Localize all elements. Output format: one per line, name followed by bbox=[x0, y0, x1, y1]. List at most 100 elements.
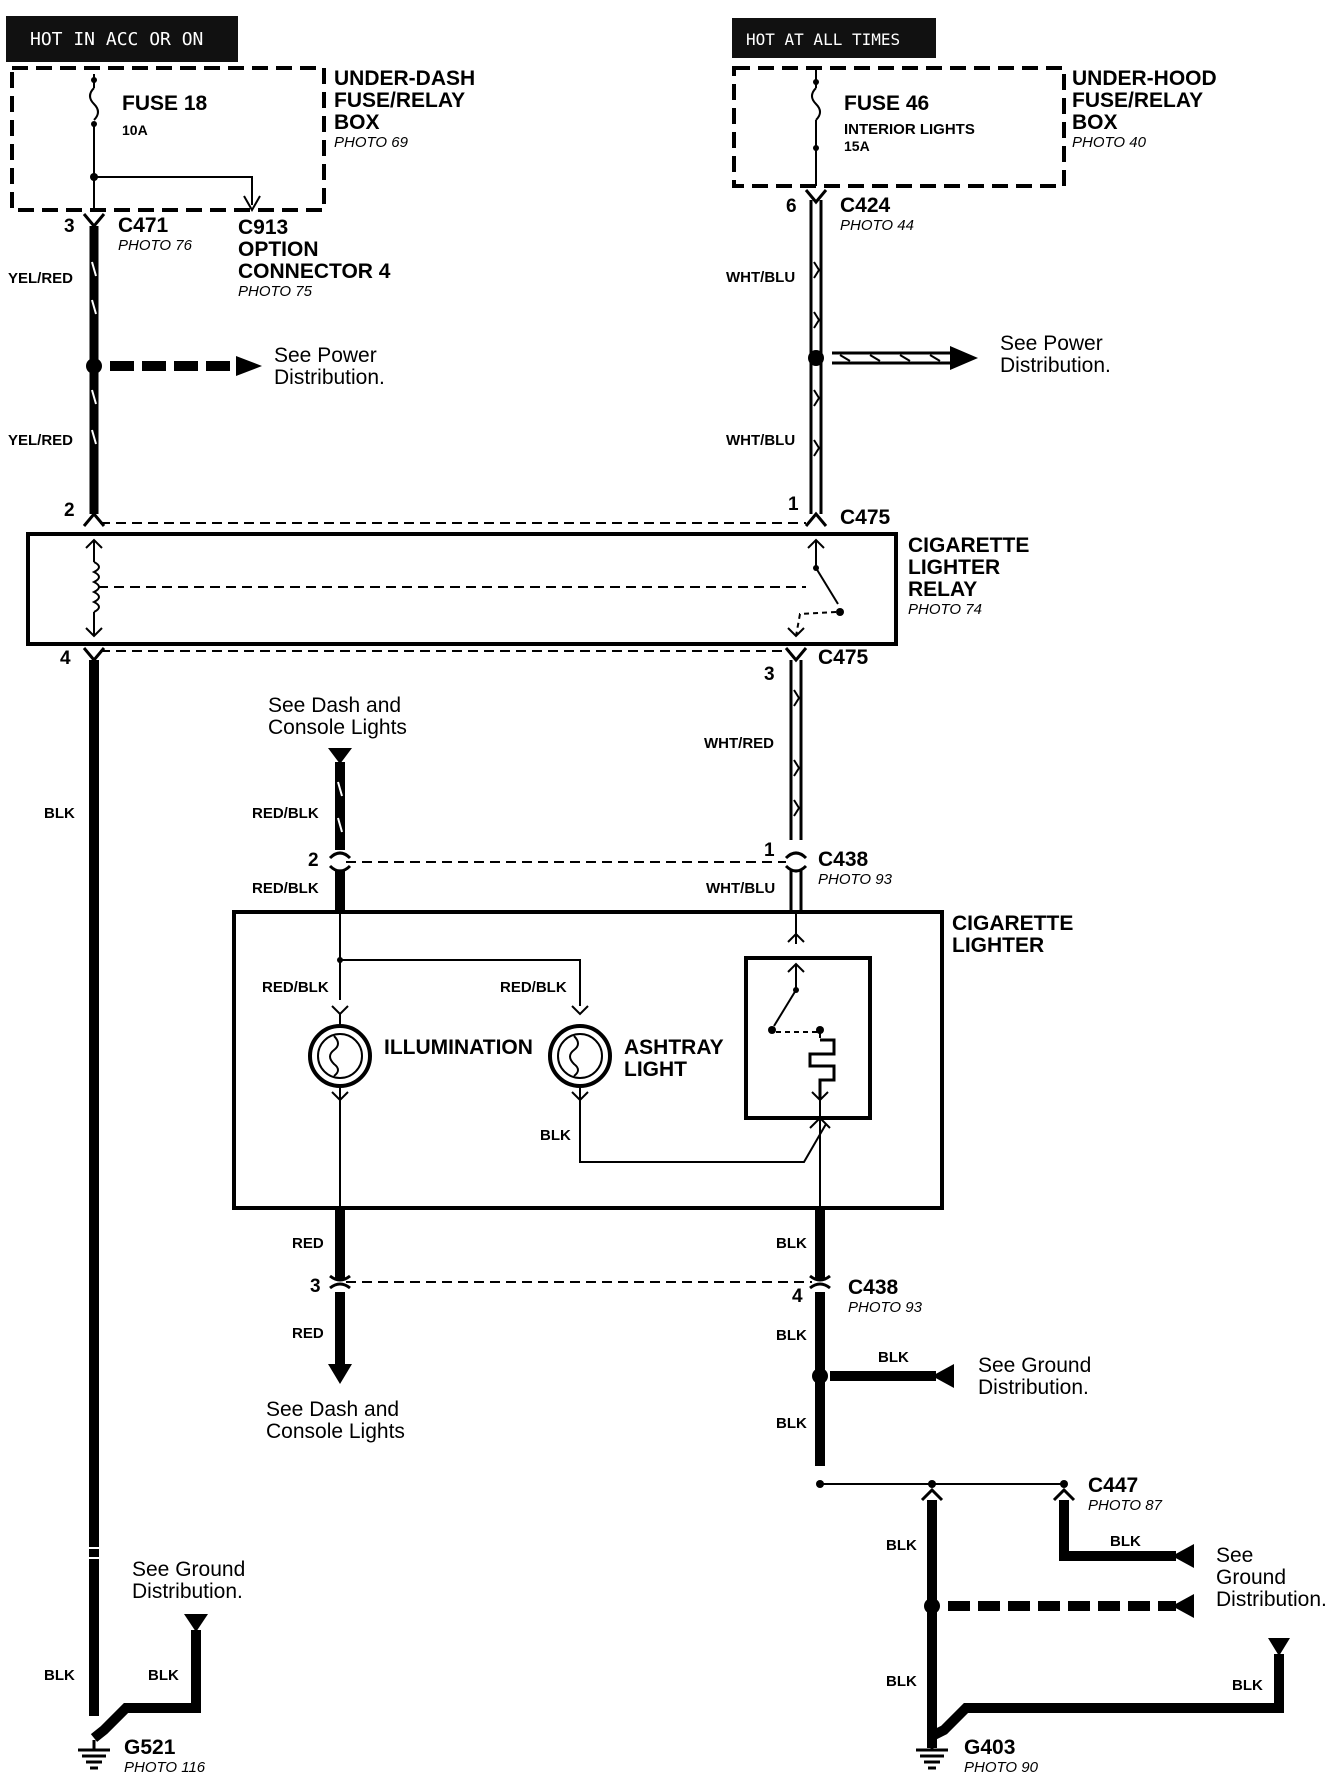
svg-text:PHOTO 75: PHOTO 75 bbox=[238, 283, 313, 300]
svg-text:Distribution.: Distribution. bbox=[1216, 1588, 1327, 1611]
illumination-label: ILLUMINATION bbox=[384, 1036, 533, 1059]
svg-text:HOT IN ACC OR ON: HOT IN ACC OR ON bbox=[30, 29, 203, 50]
c475-bottom-connector: 4 3 C475 bbox=[60, 646, 869, 685]
svg-text:Distribution.: Distribution. bbox=[132, 1580, 243, 1603]
wire-label-red-2: RED bbox=[292, 1325, 324, 1342]
svg-text:LIGHTER: LIGHTER bbox=[908, 556, 1000, 579]
svg-text:BLK: BLK bbox=[1232, 1677, 1263, 1694]
wire-label-blk-left-1: BLK bbox=[44, 805, 75, 822]
wire-label-blk-lighter: BLK bbox=[776, 1235, 807, 1252]
svg-text:C424: C424 bbox=[840, 194, 891, 217]
svg-text:PHOTO 93: PHOTO 93 bbox=[848, 1299, 923, 1316]
svg-text:HOT AT ALL TIMES: HOT AT ALL TIMES bbox=[746, 30, 900, 49]
fuse-46-icon bbox=[811, 70, 821, 186]
fuse-46-name: FUSE 46 bbox=[844, 92, 929, 115]
svg-text:See: See bbox=[1216, 1544, 1253, 1567]
svg-text:1: 1 bbox=[788, 494, 799, 515]
c475-top-connector: 2 1 C475 bbox=[64, 494, 891, 529]
svg-text:1: 1 bbox=[764, 840, 775, 861]
underhood-box-label: UNDER-HOOD FUSE/RELAY BOX PHOTO 40 bbox=[1072, 67, 1217, 151]
svg-text:CIGARETTE: CIGARETTE bbox=[908, 534, 1029, 557]
svg-text:CIGARETTE: CIGARETTE bbox=[952, 912, 1073, 935]
relay-box bbox=[26, 532, 898, 646]
relay-switch-icon bbox=[787, 538, 844, 638]
svg-text:PHOTO 74: PHOTO 74 bbox=[908, 601, 982, 618]
svg-text:BOX: BOX bbox=[334, 111, 380, 134]
header-right: HOT AT ALL TIMES bbox=[732, 18, 936, 58]
wire-label-yel-red-2: YEL/RED bbox=[8, 432, 73, 449]
power-distribution-left bbox=[86, 356, 262, 376]
wire-blk-left-break bbox=[86, 1547, 102, 1559]
power-distribution-right bbox=[808, 346, 978, 370]
svg-text:PHOTO 44: PHOTO 44 bbox=[840, 217, 914, 234]
ground-right-feed: BLK bbox=[929, 1638, 1290, 1741]
svg-text:FUSE/RELAY: FUSE/RELAY bbox=[1072, 89, 1203, 112]
svg-text:BLK: BLK bbox=[878, 1349, 909, 1366]
svg-text:C438: C438 bbox=[818, 848, 869, 871]
dash-console-bottom-reference: See Dash and Console Lights bbox=[266, 1292, 405, 1443]
ground-distribution-mid-text-2: Distribution. bbox=[978, 1376, 1089, 1399]
c471-connector: 3 C471 PHOTO 76 bbox=[64, 213, 193, 254]
wire-label-red-blk-4: RED/BLK bbox=[500, 979, 567, 996]
power-distribution-right-text-2: Distribution. bbox=[1000, 354, 1111, 377]
ashtray-label-2: LIGHT bbox=[624, 1058, 687, 1081]
wire-label-wht-blu-2: WHT/BLU bbox=[726, 432, 795, 449]
dash-console-top-reference: See Dash and Console Lights bbox=[268, 694, 407, 850]
svg-text:UNDER-DASH: UNDER-DASH bbox=[334, 67, 475, 90]
svg-text:See Ground: See Ground bbox=[132, 1558, 245, 1581]
wire-label-blk-right-1: BLK bbox=[776, 1327, 807, 1344]
ground-g403-icon bbox=[916, 1740, 948, 1770]
svg-text:BOX: BOX bbox=[1072, 111, 1118, 134]
lighter-label: CIGARETTE LIGHTER bbox=[952, 912, 1073, 957]
svg-text:PHOTO 40: PHOTO 40 bbox=[1072, 134, 1147, 151]
svg-text:C438: C438 bbox=[848, 1276, 899, 1299]
svg-text:Console Lights: Console Lights bbox=[268, 716, 407, 739]
svg-text:4: 4 bbox=[792, 1286, 803, 1307]
lighter-internal-wiring bbox=[331, 912, 589, 1016]
g403-photo: PHOTO 90 bbox=[964, 1759, 1039, 1776]
relay-coil-icon bbox=[85, 538, 806, 638]
c424-connector: 6 C424 PHOTO 44 bbox=[786, 189, 914, 234]
g521-name: G521 bbox=[124, 1736, 176, 1759]
fuse-46-rating: 15A bbox=[844, 138, 870, 154]
lighter-box bbox=[232, 910, 944, 1210]
power-distribution-right-text: See Power bbox=[1000, 332, 1103, 355]
wire-wht-red bbox=[789, 660, 803, 840]
ground-distribution-right-text: See Ground Distribution. bbox=[1216, 1544, 1327, 1611]
ground-g521-icon bbox=[78, 1740, 110, 1770]
wire-label-red-1: RED bbox=[292, 1235, 324, 1252]
svg-text:PHOTO 69: PHOTO 69 bbox=[334, 134, 409, 151]
power-distribution-left-text: See Power bbox=[274, 344, 377, 367]
underdash-box-outline bbox=[10, 66, 326, 212]
wire-label-wht-blu-3: WHT/BLU bbox=[706, 880, 775, 897]
svg-text:BLK: BLK bbox=[148, 1667, 179, 1684]
ashtray-label: ASHTRAY bbox=[624, 1036, 724, 1059]
svg-text:See Dash and: See Dash and bbox=[266, 1398, 399, 1421]
svg-text:3: 3 bbox=[64, 216, 75, 237]
svg-text:PHOTO 93: PHOTO 93 bbox=[818, 871, 893, 888]
g521-photo: PHOTO 116 bbox=[124, 1759, 206, 1776]
svg-text:UNDER-HOOD: UNDER-HOOD bbox=[1072, 67, 1217, 90]
svg-text:2: 2 bbox=[64, 500, 75, 521]
underdash-box-label: UNDER-DASH FUSE/RELAY BOX PHOTO 69 bbox=[334, 67, 475, 151]
svg-text:PHOTO 87: PHOTO 87 bbox=[1088, 1497, 1163, 1514]
svg-text:C913: C913 bbox=[238, 216, 288, 239]
svg-text:3: 3 bbox=[764, 664, 775, 685]
svg-text:C475: C475 bbox=[840, 506, 891, 529]
fuse-18-rating: 10A bbox=[122, 122, 148, 138]
svg-text:C447: C447 bbox=[1088, 1474, 1138, 1497]
ground-distribution-right-wire: BLK bbox=[1059, 1500, 1194, 1568]
c447-connector: C447 PHOTO 87 bbox=[816, 1474, 1163, 1514]
g403-name: G403 bbox=[964, 1736, 1015, 1759]
svg-text:RELAY: RELAY bbox=[908, 578, 977, 601]
c438-bottom-connector: 3 4 C438 PHOTO 93 bbox=[310, 1274, 923, 1316]
lighter-element-icon bbox=[744, 912, 872, 1208]
svg-text:C471: C471 bbox=[118, 214, 169, 237]
wire-label-blk-right-2: BLK bbox=[776, 1415, 807, 1432]
svg-text:4: 4 bbox=[60, 648, 71, 669]
wire-label-wht-red: WHT/RED bbox=[704, 735, 774, 752]
ground-distribution-right-dashed bbox=[924, 1594, 1194, 1618]
wire-yel-red-stripes bbox=[91, 261, 97, 445]
wire-label-red-blk-3: RED/BLK bbox=[262, 979, 329, 996]
